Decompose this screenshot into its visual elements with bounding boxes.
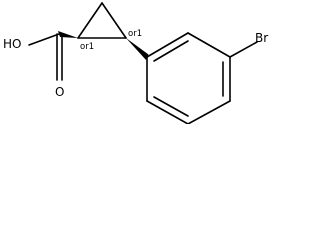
carboxyl-group bbox=[28, 33, 63, 81]
hydroxyl-label: HO bbox=[3, 37, 21, 51]
carbonyl-oxygen-label: O bbox=[55, 85, 64, 99]
ring-bond-4 bbox=[187, 100, 231, 124]
bromine-label: Br bbox=[255, 31, 268, 45]
c-br-bond bbox=[229, 41, 258, 58]
wedge-bond-c1-carboxyl bbox=[58, 31, 78, 38]
ring-bond-5 bbox=[146, 100, 189, 124]
ring-inner-bond-3 bbox=[153, 96, 189, 117]
stereo-label-c2: or1 bbox=[128, 29, 142, 39]
benzene-ring bbox=[146, 32, 231, 124]
ring-inner-bond-1 bbox=[153, 40, 189, 62]
ring-bond-1 bbox=[146, 32, 189, 58]
cyclopropane-ring bbox=[77, 2, 127, 39]
molecule-structure: HO O Br or1 or1 bbox=[3, 2, 268, 124]
stereo-label-c1: or1 bbox=[80, 42, 94, 52]
ring-bond-top-right bbox=[101, 2, 127, 39]
ring-bond-2 bbox=[187, 32, 231, 58]
wedge-bond-c2-aryl bbox=[126, 38, 149, 60]
c-oh-bond bbox=[28, 33, 60, 46]
ring-bond-top-left bbox=[77, 2, 103, 39]
